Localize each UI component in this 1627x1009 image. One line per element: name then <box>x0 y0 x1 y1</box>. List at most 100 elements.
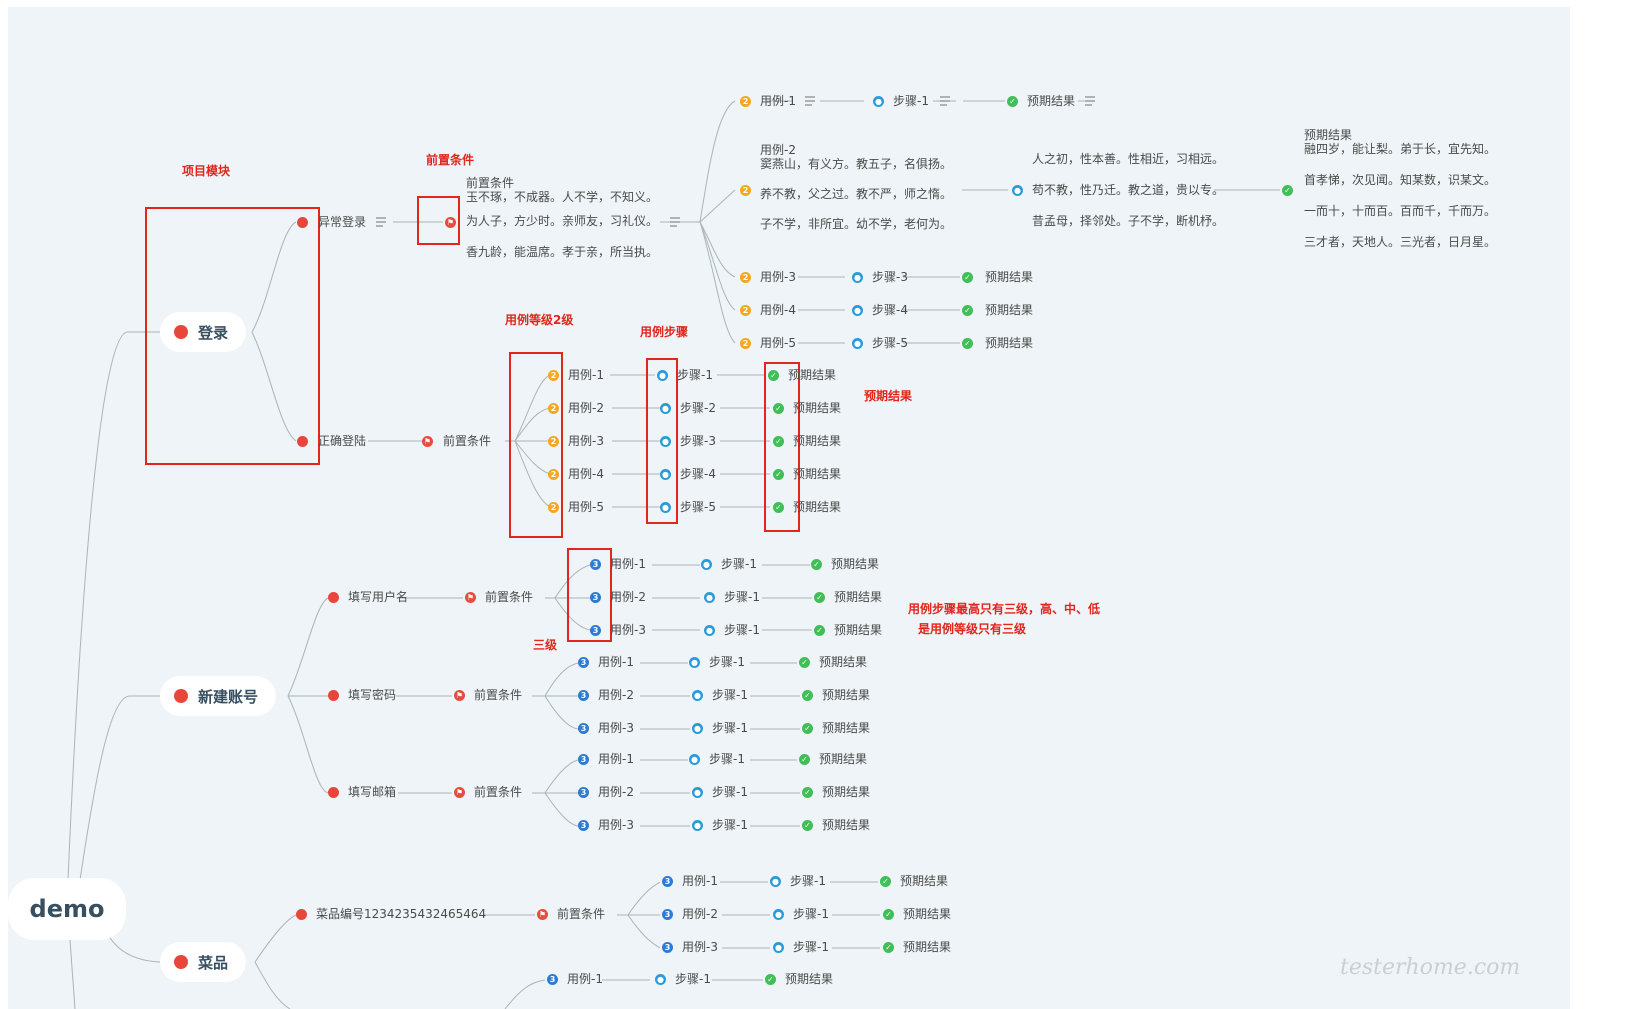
case-label[interactable]: 用例-5 <box>760 336 796 350</box>
step-label[interactable]: 步骤-1 <box>712 785 748 799</box>
case-label[interactable]: 用例-1 <box>598 655 634 669</box>
step-label[interactable]: 步骤-1 <box>709 752 745 766</box>
case-label[interactable]: 用例-1 <box>682 874 718 888</box>
highlight-box-level2 <box>509 352 563 538</box>
case-label[interactable]: 用例-2 <box>598 688 634 702</box>
person-icon: ● <box>1012 185 1023 196</box>
precondition-label[interactable]: 前置条件 <box>474 785 523 799</box>
node-fill-email[interactable]: 填写邮箱 <box>348 785 397 799</box>
step-label[interactable]: 步骤-1 <box>675 972 711 986</box>
result-label[interactable]: 预期结果 <box>834 623 883 637</box>
result-label[interactable]: 预期结果 <box>900 874 949 888</box>
result-label[interactable]: 预期结果 <box>822 721 871 735</box>
step-label[interactable]: 步骤-3 <box>872 270 908 284</box>
case-label[interactable]: 用例-4 <box>760 303 796 317</box>
node-dish-code[interactable]: 菜品编号1234235432465464 <box>316 907 487 921</box>
step-label[interactable]: 步骤-1 <box>790 874 826 888</box>
case-label[interactable]: 用例-3 <box>682 940 718 954</box>
step-label[interactable]: 步骤-1 <box>793 940 829 954</box>
node-new-account[interactable]: 新建账号 <box>160 676 277 716</box>
check-icon: ✓ <box>962 338 973 349</box>
step-label[interactable]: 步骤-2 <box>680 401 716 415</box>
case-label[interactable]: 用例-2 <box>682 907 718 921</box>
result-label[interactable]: 预期结果 <box>793 401 842 415</box>
annotation-level2: 用例等级2级 <box>505 313 574 327</box>
node-fill-username[interactable]: 填写用户名 <box>348 590 409 604</box>
node-correct-login[interactable]: 正确登陆 <box>318 434 367 448</box>
result-label[interactable]: 预期结果 <box>903 940 952 954</box>
result-label[interactable]: 预期结果 <box>985 303 1034 317</box>
node-dot <box>328 787 339 798</box>
step-label[interactable]: 步骤-1 <box>724 623 760 637</box>
step-label[interactable]: 步骤-1 <box>721 557 757 571</box>
result-label[interactable]: 预期结果 <box>785 972 834 986</box>
priority-3-icon: 3 <box>578 787 589 798</box>
precondition-label[interactable]: 前置条件 <box>485 590 534 604</box>
result-label[interactable]: 预期结果 <box>819 752 868 766</box>
step-label[interactable]: 步骤-1 <box>709 655 745 669</box>
text-line: 养不教，父之过。教不严，师之惰。 <box>760 187 953 201</box>
result-label[interactable]: 预期结果 <box>788 368 837 382</box>
annotation-note-line2: 是用例等级只有三级 <box>918 622 1027 636</box>
check-icon: ✓ <box>799 754 810 765</box>
node-abnormal-login[interactable]: 异常登录 <box>318 215 367 229</box>
case-label[interactable]: 用例-1 <box>568 368 604 382</box>
result-label[interactable]: 预期结果 <box>793 434 842 448</box>
step-label[interactable]: 步骤-3 <box>680 434 716 448</box>
check-icon: ✓ <box>773 469 784 480</box>
case-label[interactable]: 用例-1 <box>567 972 603 986</box>
case-label[interactable]: 用例-3 <box>598 818 634 832</box>
step-label[interactable]: 步骤-1 <box>724 590 760 604</box>
step-label[interactable]: 步骤-4 <box>680 467 716 481</box>
node-dot <box>174 955 188 969</box>
case-label[interactable]: 用例-1 <box>610 557 646 571</box>
case-label[interactable]: 用例-3 <box>760 270 796 284</box>
result-label[interactable]: 预期结果 <box>793 500 842 514</box>
result-label[interactable]: 预期结果 <box>903 907 952 921</box>
node-dish[interactable]: 菜品 <box>160 942 247 982</box>
case-label[interactable]: 用例-3 <box>610 623 646 637</box>
person-icon: ● <box>692 787 703 798</box>
result-label[interactable]: 预期结果 <box>822 688 871 702</box>
case-label[interactable]: 用例-5 <box>568 500 604 514</box>
note-icon <box>376 96 1095 227</box>
step-label[interactable]: 步骤-1 <box>712 721 748 735</box>
precondition-label[interactable]: 前置条件 <box>557 907 606 921</box>
result-label[interactable]: 预期结果 <box>985 336 1034 350</box>
case-label[interactable]: 用例-2 <box>610 590 646 604</box>
step-2-text[interactable]: 人之初，性本善。性相近，习相远。 苟不教，性乃迁。教之道，贵以专。 昔孟母，择邻… <box>1032 152 1224 228</box>
case-label[interactable]: 用例-3 <box>598 721 634 735</box>
step-label[interactable]: 步骤-1 <box>677 368 713 382</box>
step-label[interactable]: 步骤-1 <box>893 94 929 108</box>
result-label[interactable]: 预期结果 <box>822 785 871 799</box>
root-node[interactable]: demo <box>8 878 126 940</box>
result-label[interactable]: 预期结果 <box>1027 94 1076 108</box>
step-label[interactable]: 步骤-5 <box>680 500 716 514</box>
step-label[interactable]: 步骤-1 <box>712 818 748 832</box>
result-label[interactable]: 预期结果 <box>831 557 880 571</box>
result-label[interactable]: 预期结果 <box>822 818 871 832</box>
case-label[interactable]: 用例-1 <box>760 94 796 108</box>
result-label[interactable]: 预期结果 <box>834 590 883 604</box>
result-2-text[interactable]: 预期结果 融四岁，能让梨。弟于长，宜先知。 首孝悌，次见闻。知某数，识某文。 一… <box>1304 128 1496 249</box>
result-label[interactable]: 预期结果 <box>793 467 842 481</box>
case-2-text[interactable]: 用例-2 窦燕山，有义方。教五子，名俱扬。 养不教，父之过。教不严，师之惰。 子… <box>760 143 952 231</box>
node-login[interactable]: 登录 <box>160 312 247 352</box>
step-label[interactable]: 步骤-1 <box>793 907 829 921</box>
case-label[interactable]: 用例-3 <box>568 434 604 448</box>
flag-icon: ⚑ <box>454 690 465 701</box>
result-label[interactable]: 预期结果 <box>819 655 868 669</box>
node-fill-password[interactable]: 填写密码 <box>348 688 397 702</box>
person-icon: ● <box>773 942 784 953</box>
node-precondition-text[interactable]: 前置条件 玉不琢，不成器。人不学，不知义。 为人子，方少时。亲师友，习礼仪。 香… <box>466 176 658 259</box>
step-label[interactable]: 步骤-5 <box>872 336 908 350</box>
precondition-label[interactable]: 前置条件 <box>474 688 523 702</box>
case-label[interactable]: 用例-4 <box>568 467 604 481</box>
result-label[interactable]: 预期结果 <box>985 270 1034 284</box>
case-label[interactable]: 用例-2 <box>598 785 634 799</box>
step-label[interactable]: 步骤-4 <box>872 303 908 317</box>
case-label[interactable]: 用例-1 <box>598 752 634 766</box>
precondition-label[interactable]: 前置条件 <box>443 434 492 448</box>
step-label[interactable]: 步骤-1 <box>712 688 748 702</box>
case-label[interactable]: 用例-2 <box>568 401 604 415</box>
